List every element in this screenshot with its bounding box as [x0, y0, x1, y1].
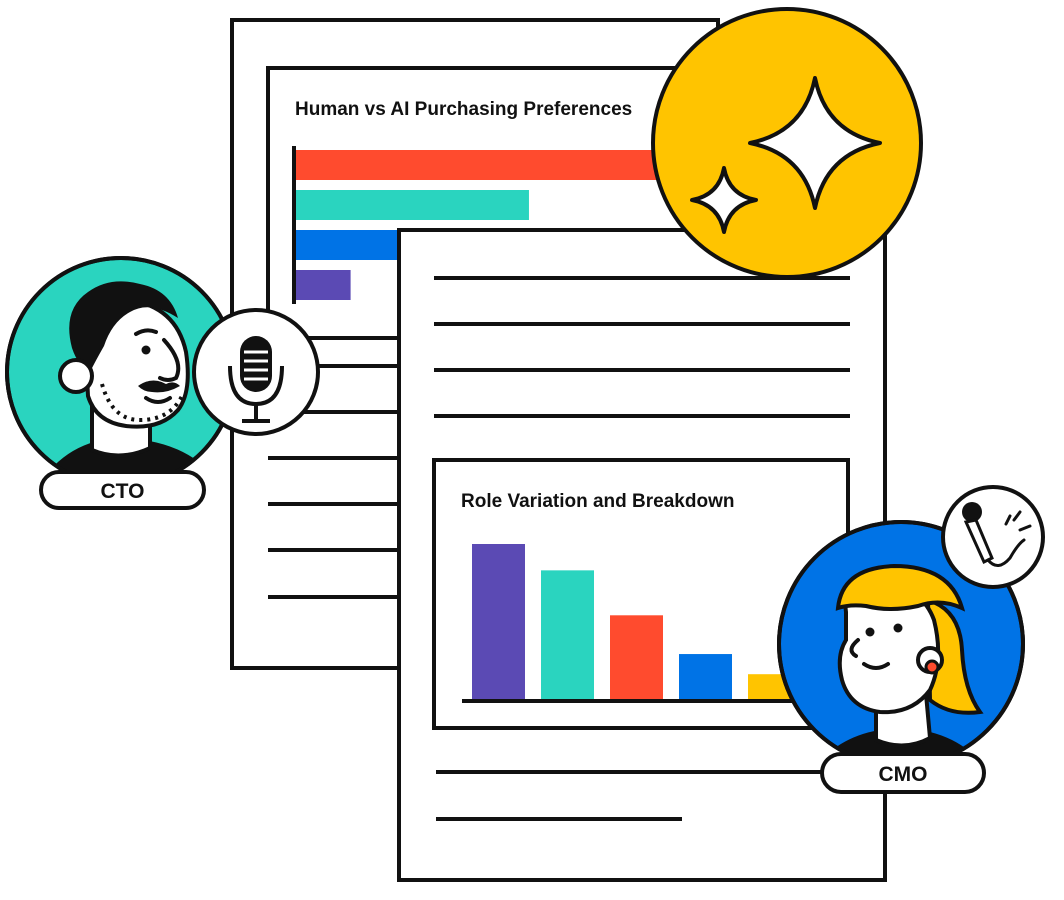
cmo-label-badge: CMO [820, 752, 986, 794]
cto-eye [141, 345, 151, 355]
cmo-microphone-bubble [941, 485, 1045, 589]
vbar-3 [610, 615, 663, 699]
cmo-mouth [862, 662, 890, 670]
front-document: Role Variation and Breakdown [397, 228, 887, 882]
cto-label-badge: CTO [39, 470, 206, 510]
vertical-bar-chart [472, 544, 801, 699]
vbar-4 [679, 654, 732, 699]
cmo-avatar [777, 520, 1025, 768]
cto-mustache [138, 380, 180, 393]
back-chart-title: Human vs AI Purchasing Preferences [295, 99, 632, 120]
cto-mouth [144, 396, 172, 404]
hbar-4 [296, 270, 351, 300]
cmo-eye [865, 627, 875, 637]
cmo-eye [893, 623, 903, 633]
hbar-2 [296, 190, 529, 220]
cmo-label-pill [820, 752, 986, 794]
cmo-hair-back [925, 597, 984, 715]
cmo-hair [835, 563, 966, 612]
cto-ear [58, 358, 94, 394]
vbar-1 [472, 544, 525, 699]
cmo-earring [924, 659, 940, 675]
cto-label: CTO [101, 480, 145, 503]
sparkle-icon [748, 76, 882, 210]
handheld-microphone-icon [962, 502, 1032, 567]
cto-hair [69, 281, 178, 372]
cto-beard [100, 383, 184, 423]
cto-microphone-bubble [192, 308, 320, 436]
cto-nose [158, 338, 181, 382]
cmo-label: CMO [879, 763, 928, 786]
hbar-1 [296, 150, 660, 180]
cto-label-pill [39, 470, 206, 510]
cmo-microphone-bubble-circle [941, 485, 1045, 589]
cto-eyebrow [134, 328, 158, 336]
vbar-2 [541, 570, 594, 699]
sparkle-small-icon [690, 166, 758, 234]
horizontal-bar-chart [296, 150, 660, 300]
cmo-nose [849, 638, 860, 658]
microphone-icon [228, 336, 284, 423]
front-chart-title: Role Variation and Breakdown [461, 491, 734, 512]
sparkle-badge [651, 7, 923, 279]
